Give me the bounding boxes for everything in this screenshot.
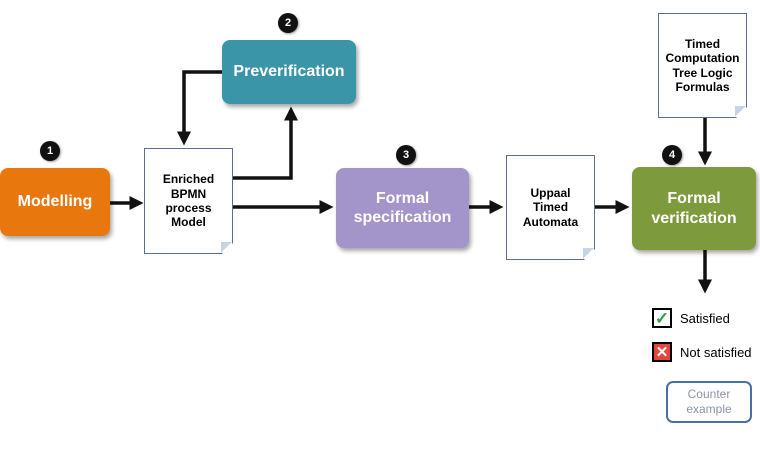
step-2-badge: 2 xyxy=(278,13,298,33)
check-icon: ✓ xyxy=(652,308,672,328)
step-1-badge: 1 xyxy=(40,141,60,161)
legend-satisfied: ✓ Satisfied xyxy=(652,308,730,328)
legend-not-satisfied: ✕ Not satisfied xyxy=(652,342,752,362)
modelling-box: Modelling xyxy=(0,168,110,236)
counter-example-box: Counter example xyxy=(666,381,752,423)
arrow-model-to-preverification xyxy=(233,106,298,180)
satisfied-label: Satisfied xyxy=(680,310,730,326)
formal-specification-label: Formal specification xyxy=(353,189,452,226)
uppaal-automata-label: Uppaal Timed Automata xyxy=(522,185,579,229)
tctl-formulas-document: Timed Computation Tree Logic Formulas xyxy=(658,13,747,118)
bpmn-model-label: Enriched BPMN process Model xyxy=(162,172,215,230)
modelling-label: Modelling xyxy=(17,193,93,211)
tctl-formulas-label: Timed Computation Tree Logic Formulas xyxy=(665,36,740,94)
step-4-badge: 4 xyxy=(662,145,682,165)
bpmn-model-document: Enriched BPMN process Model xyxy=(144,148,233,254)
preverification-box: Preverification xyxy=(222,40,356,104)
uppaal-automata-document: Uppaal Timed Automata xyxy=(506,155,595,260)
counter-example-label: Counter example xyxy=(686,387,732,416)
formal-specification-box: Formal specification xyxy=(336,168,469,248)
arrow-preverification-to-model xyxy=(177,70,222,146)
formal-verification-box: Formal verification xyxy=(632,167,756,250)
not-satisfied-label: Not satisfied xyxy=(680,344,752,360)
step-3-badge: 3 xyxy=(396,145,416,165)
formal-verification-label: Formal verification xyxy=(651,190,737,227)
preverification-label: Preverification xyxy=(233,63,345,81)
cross-icon: ✕ xyxy=(652,342,672,362)
